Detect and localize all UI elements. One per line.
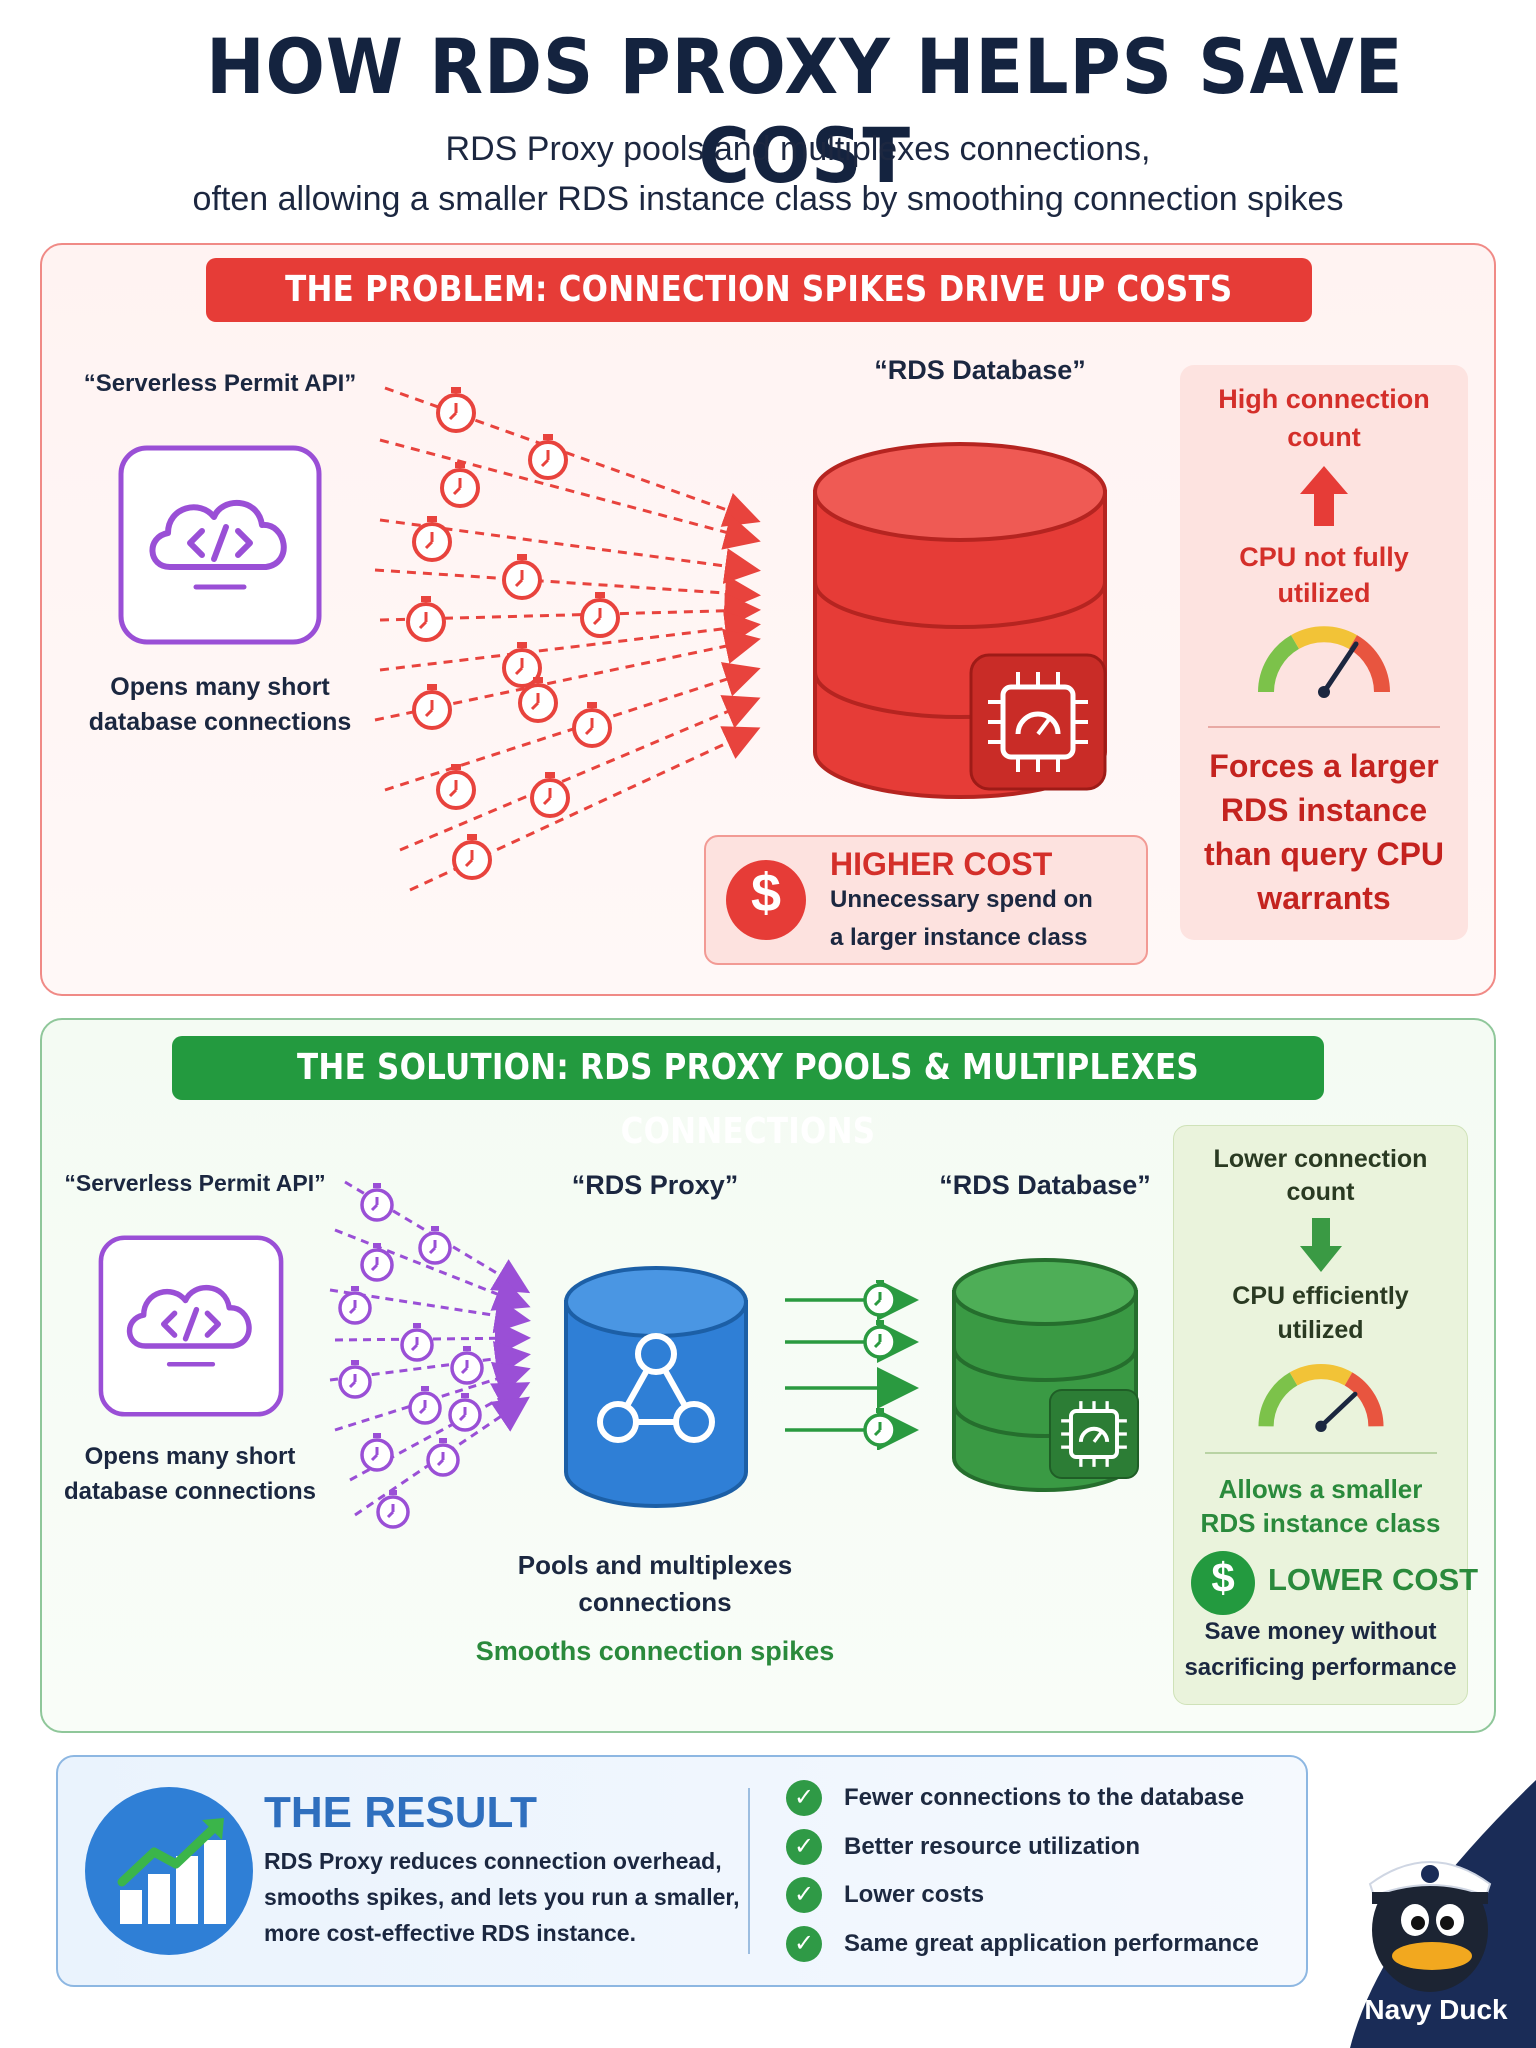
arrow-down-icon [1300,1218,1342,1272]
result-desc-line-1: RDS Proxy reduces connection overhead, [264,1848,722,1874]
lower-cost-title: LOWER COST [1268,1562,1479,1597]
problem-db-label: “RDS Database” [874,355,1086,385]
subtitle-line-2: often allowing a smaller RDS instance cl… [192,180,1344,218]
solution-cpu-line-1: CPU efficiently [1232,1282,1409,1310]
solution-api-caption-1: Opens many short [84,1443,296,1470]
dollar-glyph: $ [750,863,782,923]
solution-effect-line-1: Allows a smaller [1218,1474,1423,1504]
check-icon: ✓ [786,1877,822,1913]
problem-api-caption-1: Opens many short [110,673,330,701]
duck-mascot-icon [1350,1780,1536,2048]
check-icon: ✓ [786,1926,822,1962]
cloud-code-icon [118,445,322,645]
proxy-note: Smooths connection spikes [475,1636,835,1666]
higher-cost-line-1: Unnecessary spend on [830,886,1093,913]
result-check-item: ✓ Better resource utilization [786,1827,1140,1867]
problem-effect-line-2: RDS instance [1220,792,1428,828]
result-divider [748,1788,750,1954]
gauge-icon [1258,626,1390,698]
dollar-icon [726,860,806,940]
problem-effect-line-3: than query CPU [1203,836,1445,872]
problem-metric-line-1: High connection [1218,384,1430,414]
solution-metric-line-2: count [1286,1178,1355,1206]
problem-side-box [1180,365,1468,940]
solution-db-label: “RDS Database” [939,1170,1151,1200]
problem-side-divider [1208,726,1440,728]
check-item-label: Better resource utilization [844,1833,1141,1860]
growth-chart-icon [85,1787,253,1955]
arrow-up-icon [1300,466,1348,526]
cpu-gauge-icon [969,653,1107,791]
result-check-item: ✓ Lower costs [786,1875,984,1915]
solution-connection-arrows [329,1180,531,1529]
result-check-item: ✓ Same great application performance [786,1924,1259,1964]
dollar-icon [1191,1551,1255,1615]
pooled-connection-arrows [785,1280,919,1450]
problem-api-caption-2: database connections [88,708,352,736]
result-check-item: ✓ Fewer connections to the database [786,1778,1244,1818]
check-item-label: Lower costs [844,1881,985,1908]
dollar-glyph: $ [1211,1554,1235,1601]
check-item-label: Fewer connections to the database [844,1784,1245,1811]
check-icon: ✓ [786,1829,822,1865]
proxy-caption-1: Pools and multiplexes [517,1550,793,1580]
subtitle-line-1: RDS Proxy pools and multiplexes connecti… [445,130,1151,168]
network-icon [564,1266,748,1508]
solution-cpu-line-2: utilized [1277,1316,1364,1344]
problem-effect-line-4: warrants [1257,880,1391,916]
solution-effect-line-2: RDS instance class [1200,1508,1441,1538]
gauge-icon [1258,1364,1384,1432]
result-title: THE RESULT [264,1788,537,1837]
lower-cost-line-1: Save money without [1204,1618,1437,1645]
higher-cost-title: HIGHER COST [830,846,1053,882]
solution-api-caption-2: database connections [63,1478,317,1505]
result-panel [56,1755,1308,1987]
result-desc-line-2: smooths spikes, and lets you run a small… [264,1884,740,1910]
problem-cpu-line-1: CPU not fully [1239,542,1409,572]
problem-banner: THE PROBLEM: CONNECTION SPIKES DRIVE UP … [206,258,1312,322]
solution-api-label: “Serverless Permit API” [64,1170,326,1196]
result-desc-line-3: more cost-effective RDS instance. [264,1920,636,1946]
check-item-label: Same great application performance [844,1930,1259,1957]
page-title: HOW RDS PROXY HELPS SAVE COST [206,22,1404,200]
solution-side-divider [1205,1452,1437,1454]
problem-api-label: “Serverless Permit API” [83,370,357,397]
solution-banner: THE SOLUTION: RDS PROXY POOLS & MULTIPLE… [172,1036,1324,1152]
proxy-label: “RDS Proxy” [571,1170,739,1200]
problem-metric-line-2: count [1287,422,1361,452]
problem-cpu-line-2: utilized [1277,578,1371,608]
higher-cost-line-2: a larger instance class [830,924,1088,951]
lower-cost-line-2: sacrificing performance [1184,1654,1457,1681]
problem-effect-line-1: Forces a larger [1209,748,1439,784]
problem-connection-arrows [374,385,761,892]
cloud-code-icon [98,1235,284,1417]
solution-metric-line-1: Lower connection [1213,1145,1428,1173]
proxy-caption-2: connections [578,1587,732,1617]
check-icon: ✓ [786,1780,822,1816]
cpu-gauge-icon [1048,1388,1140,1480]
brand-name: Navy Duck [1364,1994,1508,2025]
